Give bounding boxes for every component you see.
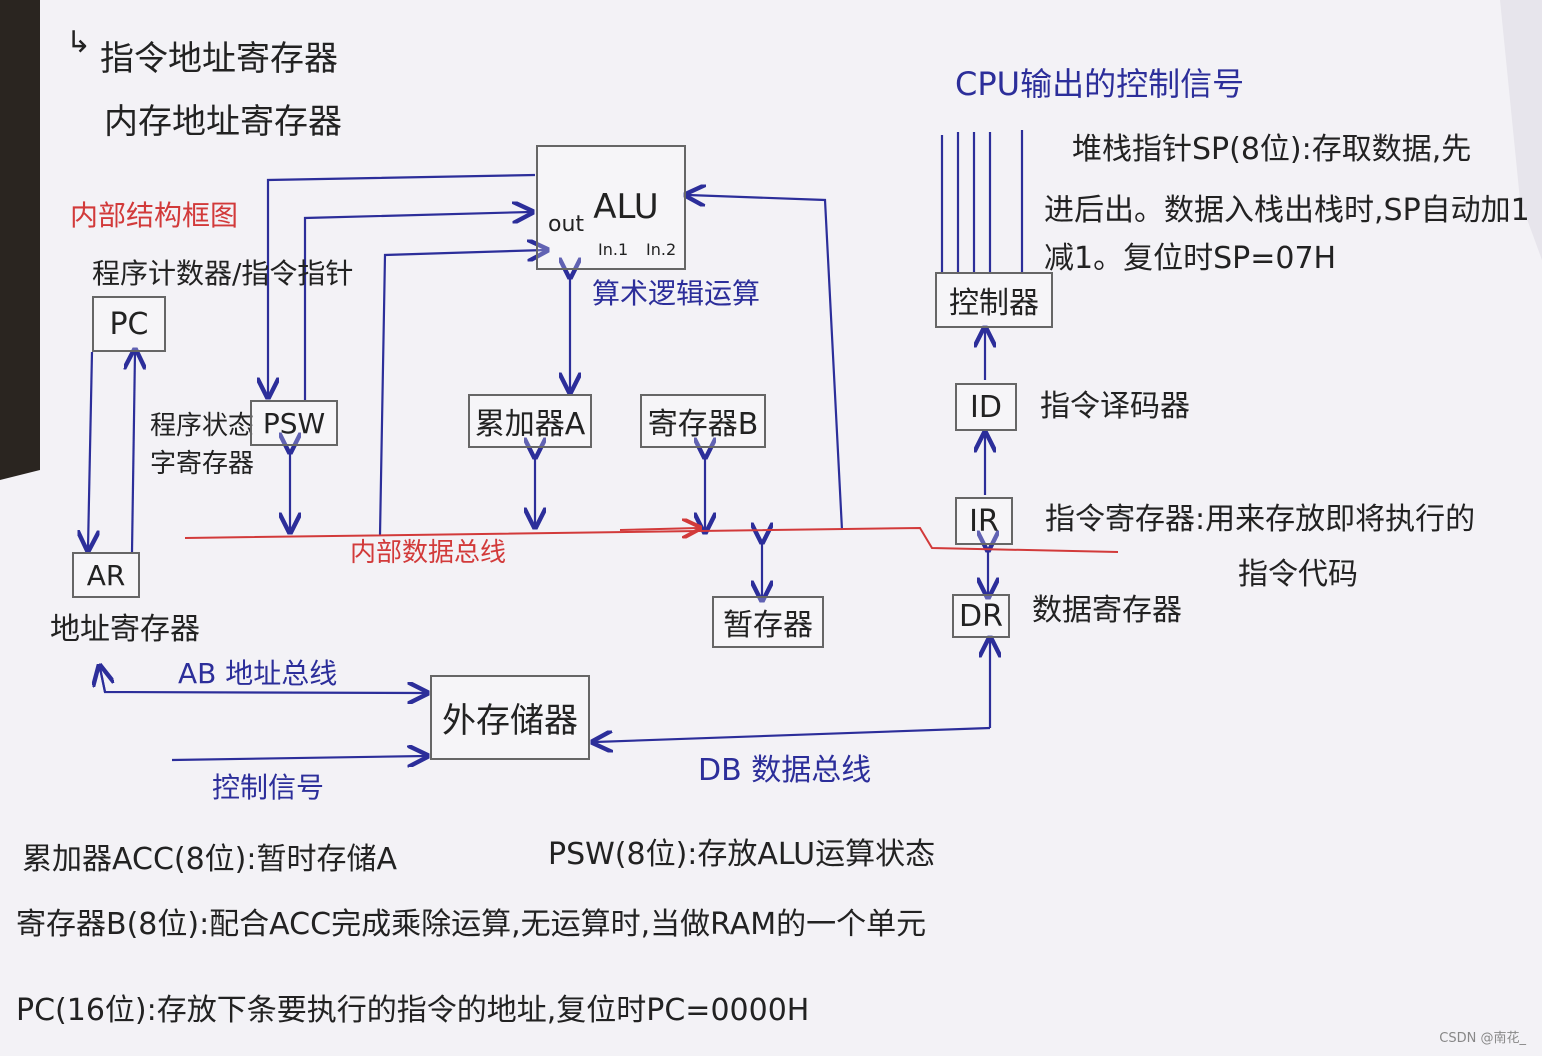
ar-desc: 地址寄存器 (50, 612, 200, 647)
alu-op-label: 算术逻辑运算 (592, 277, 761, 310)
internal-bus-label: 内部数据总线 (350, 538, 507, 568)
id-desc: 指令译码器 (1040, 389, 1190, 424)
temp-label: 暂存器 (723, 608, 813, 643)
sp-desc-line1: 堆栈指针SP(8位):存取数据,先 (1072, 132, 1472, 167)
sp-desc-line3: 减1。复位时SP=07H (1044, 241, 1337, 276)
psw-label: PSW (262, 406, 326, 440)
pc-label: PC (109, 306, 149, 342)
psw-box: PSW (250, 400, 338, 446)
ctrl-signal-label: 控制信号 (212, 771, 325, 804)
dr-box: DR (952, 594, 1010, 638)
controller-box: 控制器 (935, 272, 1053, 328)
reg-b-label: 寄存器B (647, 407, 759, 442)
ir-desc-line1: 指令寄存器:用来存放即将执行的 (1045, 502, 1476, 537)
watermark: CSDN @南花_ (1439, 1031, 1526, 1046)
ab-bus-label: AB 地址总线 (178, 657, 338, 690)
sp-desc-line2: 进后出。数据入栈出栈时,SP自动加1 (1044, 193, 1530, 228)
note-mem-addr-reg: 内存地址寄存器 (104, 102, 342, 142)
pc-box: PC (92, 296, 166, 352)
ext-mem-label: 外存储器 (442, 701, 578, 741)
cpu-ctrl-title: CPU输出的控制信号 (955, 65, 1245, 103)
reg-b-box: 寄存器B (640, 394, 766, 448)
hook-arrow-icon: ↳ (66, 25, 92, 60)
acc-box: 累加器A (468, 394, 592, 448)
controller-label: 控制器 (949, 286, 1039, 321)
acc-label: 累加器A (474, 407, 586, 442)
ar-label: AR (86, 558, 126, 592)
psw-desc: 程序状态字寄存器 (150, 408, 260, 483)
alu-in1-label: In.1 (598, 240, 629, 259)
bottom-acc-note: 累加器ACC(8位):暂时存储A (22, 842, 398, 877)
ir-label: IR (969, 503, 999, 539)
ar-box: AR (72, 552, 140, 598)
bottom-pc-note: PC(16位):存放下条要执行的指令的地址,复位时PC=0000H (16, 993, 810, 1028)
ir-box: IR (955, 497, 1013, 545)
id-label: ID (970, 389, 1002, 425)
alu-box: ALU (536, 145, 686, 270)
pc-desc: 程序计数器/指令指针 (92, 257, 354, 290)
dr-desc: 数据寄存器 (1032, 593, 1182, 628)
psw-desc-text: 程序状态字寄存器 (150, 411, 255, 479)
temp-box: 暂存器 (712, 596, 824, 648)
bottom-b-note: 寄存器B(8位):配合ACC完成乘除运算,无运算时,当做RAM的一个单元 (16, 907, 927, 942)
alu-out-label: out (548, 212, 585, 237)
alu-in2-label: In.2 (646, 240, 677, 259)
ir-desc-line2: 指令代码 (1238, 557, 1358, 592)
bottom-psw-note: PSW(8位):存放ALU运算状态 (548, 837, 936, 872)
ext-mem-box: 外存储器 (430, 675, 590, 760)
id-box: ID (955, 383, 1017, 431)
note-instr-addr-reg: 指令地址寄存器 (100, 39, 338, 79)
dr-label: DR (959, 598, 1003, 634)
db-bus-label: DB 数据总线 (698, 753, 872, 788)
struct-title: 内部结构框图 (70, 199, 239, 232)
alu-label: ALU (593, 187, 659, 227)
